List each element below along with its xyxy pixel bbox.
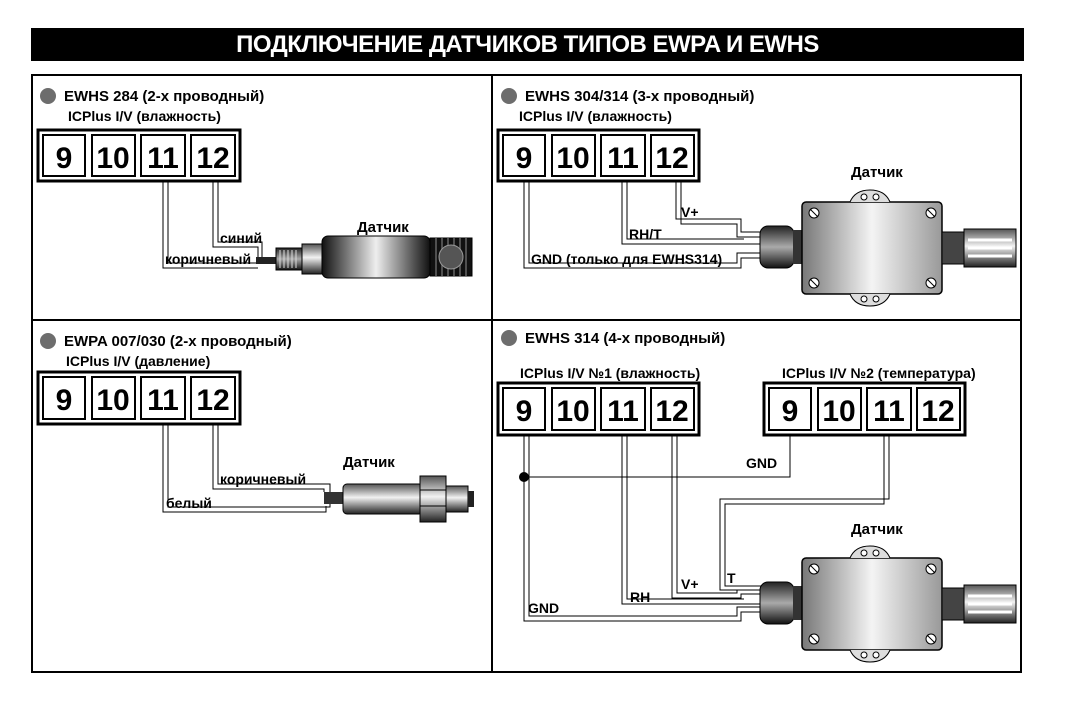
terminal-9: 9: [56, 142, 73, 175]
wires: [523, 181, 765, 269]
wire-label-brown: коричневый: [165, 251, 251, 267]
module-label-2: ICPlus I/V №2 (температура): [782, 365, 976, 381]
wire-label-gnd: GND (только для EWHS314): [531, 251, 722, 267]
terminal-block: 9 10 11 12: [36, 370, 242, 426]
terminal-10: 10: [556, 142, 589, 175]
sensor-label: Датчик: [851, 164, 903, 181]
panel-heading: EWHS 284 (2-х проводный): [64, 88, 264, 105]
wire-label-t: T: [727, 570, 736, 586]
panel-heading: EWHS 314 (4-х проводный): [525, 330, 725, 347]
terminal-10: 10: [822, 395, 855, 428]
panel-ewhs-284: EWHS 284 (2-х проводный) ICPlus I/V (вла…: [36, 88, 473, 279]
wire-label-brown: коричневый: [220, 471, 306, 487]
wire-label-white: белый: [166, 495, 212, 511]
wire-label-vplus: V+: [681, 576, 699, 592]
page-title: ПОДКЛЮЧЕНИЕ ДАТЧИКОВ ТИПОВ EWPA И EWHS: [31, 28, 1024, 61]
panel-ewpa-007-030: EWPA 007/030 (2-х проводный) ICPlus I/V …: [36, 333, 474, 523]
wire-label-gnd-top: GND: [746, 455, 777, 471]
terminal-12: 12: [196, 384, 229, 417]
humidity-transmitter-box: [759, 189, 1017, 307]
sensor-label: Датчик: [851, 521, 903, 538]
terminal-12: 12: [921, 395, 954, 428]
terminal-9: 9: [782, 395, 799, 428]
pressure-sensor: [324, 475, 474, 523]
sensor-label: Датчик: [343, 454, 395, 471]
terminal-10: 10: [96, 384, 129, 417]
bullet-icon: [501, 88, 517, 104]
module-label: ICPlus I/V (давление): [66, 353, 210, 369]
terminal-11: 11: [607, 142, 639, 175]
wire-label-rht: RH/T: [629, 226, 662, 242]
humidity-transmitter-box: [759, 545, 1017, 663]
bullet-icon: [40, 333, 56, 349]
panel-grid: [31, 74, 1022, 673]
terminal-11: 11: [147, 142, 179, 175]
bullet-icon: [501, 330, 517, 346]
wires: [162, 181, 263, 269]
terminal-9: 9: [516, 142, 533, 175]
terminal-block-1: 9 10 11 12: [496, 381, 701, 437]
terminal-12: 12: [196, 142, 229, 175]
terminal-11: 11: [607, 395, 639, 428]
module-label: ICPlus I/V (влажность): [519, 108, 672, 124]
wire-label-blue: синий: [220, 230, 262, 246]
bullet-icon: [40, 88, 56, 104]
terminal-block: 9 10 11 12: [36, 128, 242, 183]
terminal-block: 9 10 11 12: [496, 128, 701, 183]
terminal-block-2: 9 10 11 12: [762, 381, 967, 437]
panel-heading: EWPA 007/030 (2-х проводный): [64, 333, 292, 350]
humidity-sensor-probe: [256, 235, 473, 279]
terminal-12: 12: [655, 142, 688, 175]
terminal-11: 11: [873, 395, 905, 428]
terminal-9: 9: [516, 395, 533, 428]
wire-label-rh: RH: [630, 589, 650, 605]
terminal-10: 10: [556, 395, 589, 428]
junction-dot: [519, 472, 529, 482]
wires: [162, 424, 331, 513]
wire-label-gnd: GND: [528, 600, 559, 616]
module-label: ICPlus I/V (влажность): [68, 108, 221, 124]
panel-heading: EWHS 304/314 (3-х проводный): [525, 88, 754, 105]
panel-ewhs-314-4wire: EWHS 314 (4-х проводный) ICPlus I/V №1 (…: [496, 330, 1017, 663]
terminal-10: 10: [96, 142, 129, 175]
terminal-9: 9: [56, 384, 73, 417]
panel-ewhs-304-314: EWHS 304/314 (3-х проводный) ICPlus I/V …: [496, 88, 1017, 307]
terminal-12: 12: [655, 395, 688, 428]
sensor-label: Датчик: [357, 219, 409, 236]
wires: [523, 435, 890, 622]
module-label-1: ICPlus I/V №1 (влажность): [520, 365, 700, 381]
wire-label-vplus: V+: [681, 204, 699, 220]
terminal-11: 11: [147, 384, 179, 417]
